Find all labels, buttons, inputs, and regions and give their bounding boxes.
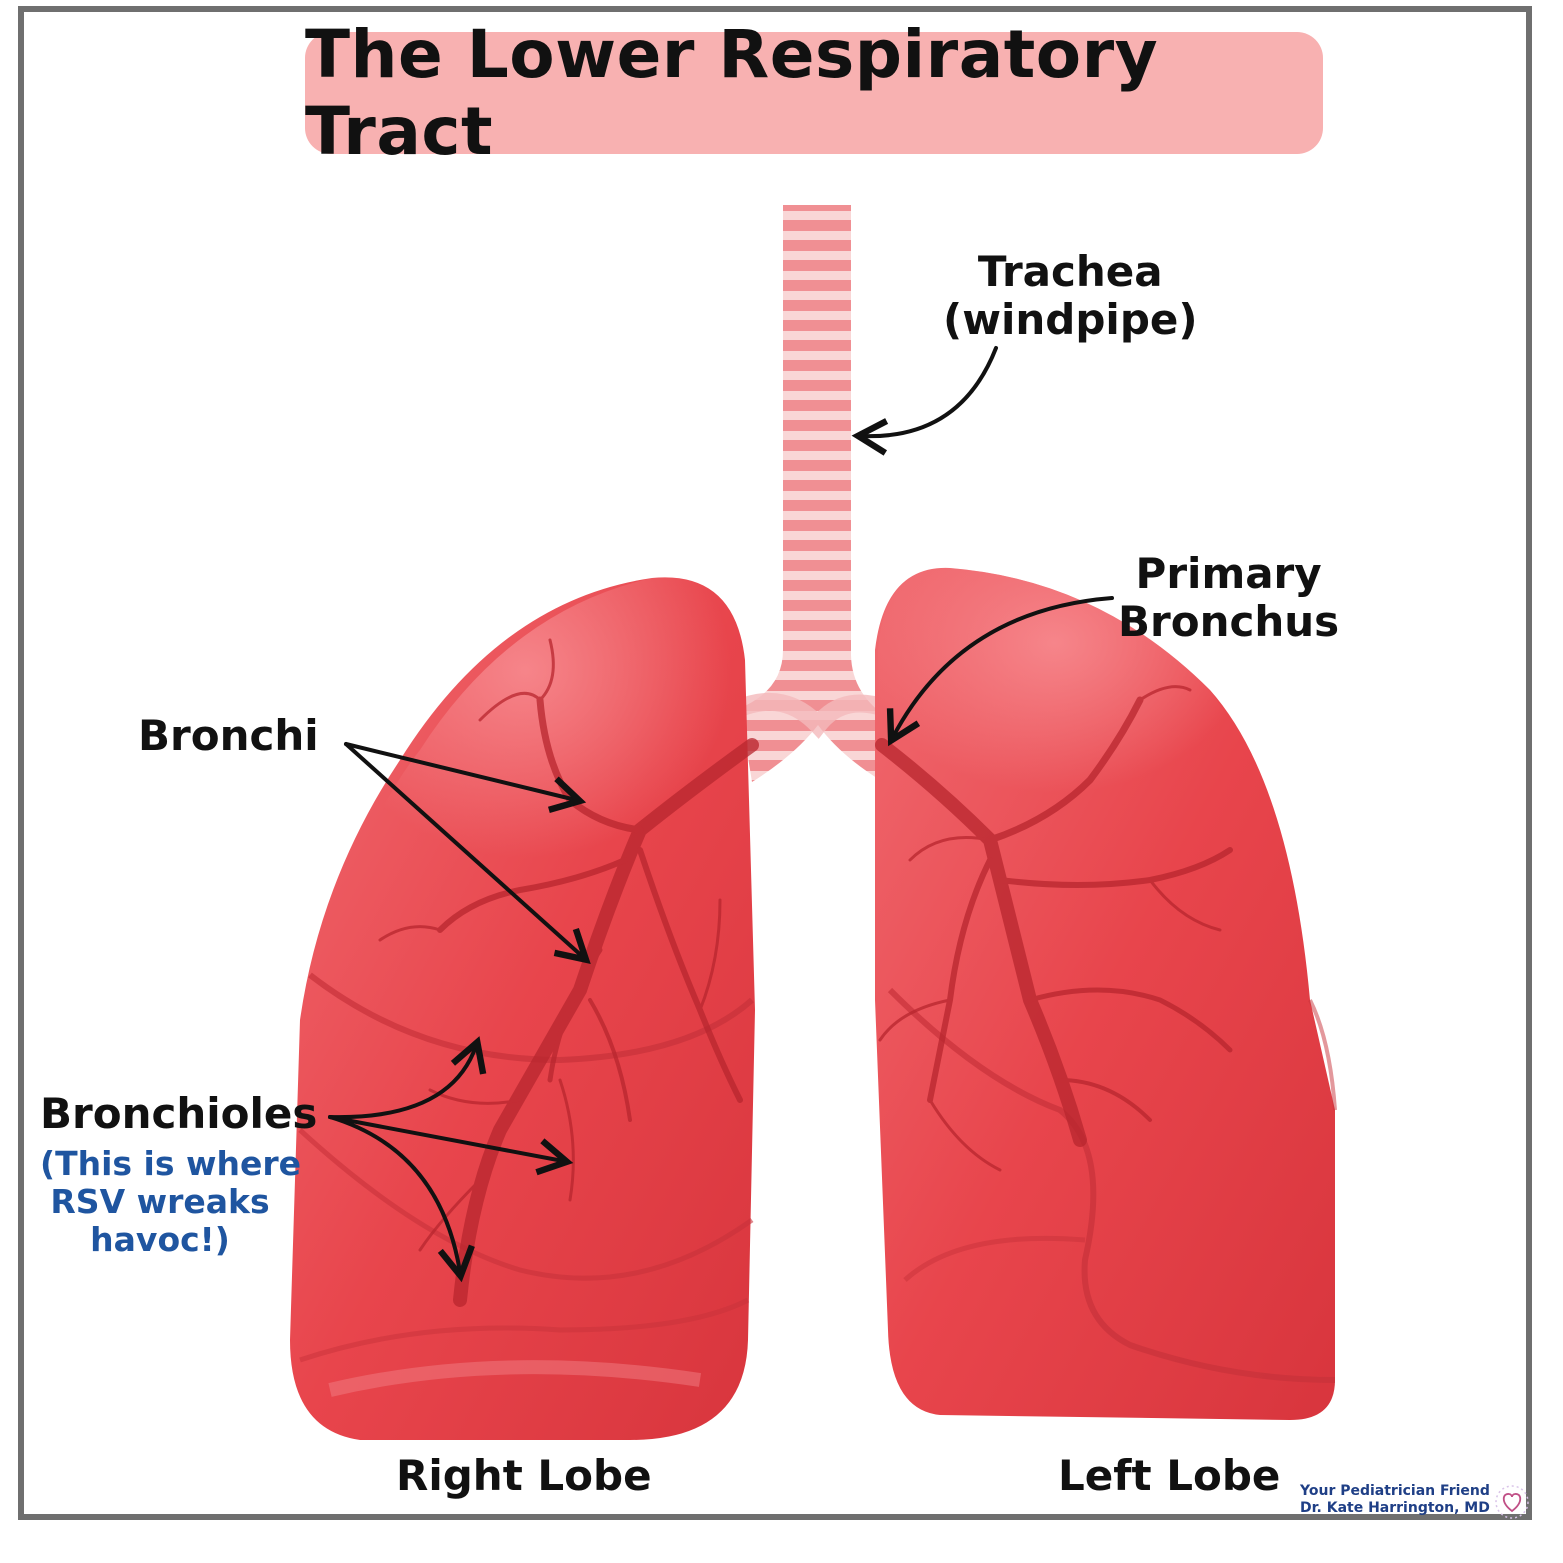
primary-bronchus-arrow	[886, 596, 1114, 747]
left-lobe-label: Left Lobe	[1058, 1451, 1281, 1500]
trachea-label-line1: Trachea	[977, 247, 1163, 296]
bronchioles-arrow-upper	[328, 1036, 487, 1120]
bronchioles-note: (This is where RSV wreaks havoc!)	[40, 1144, 301, 1259]
primary-bronchus-label-line1: Primary	[1135, 549, 1322, 598]
right-lung	[290, 577, 755, 1440]
bronchi-arrow-upper	[344, 742, 587, 813]
bronchi-label: Bronchi	[138, 711, 319, 760]
credit-line2: Dr. Kate Harrington, MD	[1300, 1500, 1490, 1516]
heart-icon	[1495, 1485, 1529, 1519]
bronchioles-note-line3: havoc!)	[90, 1219, 230, 1259]
title-banner: The Lower Respiratory Tract	[305, 16, 1323, 170]
trachea-label: Trachea (windpipe)	[943, 247, 1198, 345]
bronchioles-note-line1: (This is where	[40, 1144, 301, 1183]
left-lung	[875, 567, 1337, 1420]
bronchial-tree	[378, 638, 1233, 1307]
bronchioles-arrow-lower	[328, 1115, 475, 1283]
page-title: The Lower Respiratory Tract	[305, 16, 1159, 170]
bronchi-arrow-lower	[344, 742, 591, 964]
bronchioles-label: Bronchioles	[40, 1089, 318, 1138]
trachea	[736, 205, 900, 782]
trachea-label-line2: (windpipe)	[943, 295, 1198, 345]
primary-bronchus-label: Primary Bronchus	[1118, 549, 1340, 647]
primary-bronchus-label-line2: Bronchus	[1118, 597, 1340, 647]
arrow-icon	[328, 346, 1114, 1283]
trachea-arrow	[851, 346, 998, 456]
bronchioles-arrow-middle	[328, 1115, 574, 1176]
bronchioles-note-line2: RSV wreaks	[50, 1181, 270, 1221]
right-lobe-label: Right Lobe	[396, 1451, 652, 1500]
credit-line1: Your Pediatrician Friend	[1300, 1483, 1490, 1499]
credit: Your Pediatrician Friend Dr. Kate Harrin…	[1300, 1483, 1490, 1517]
